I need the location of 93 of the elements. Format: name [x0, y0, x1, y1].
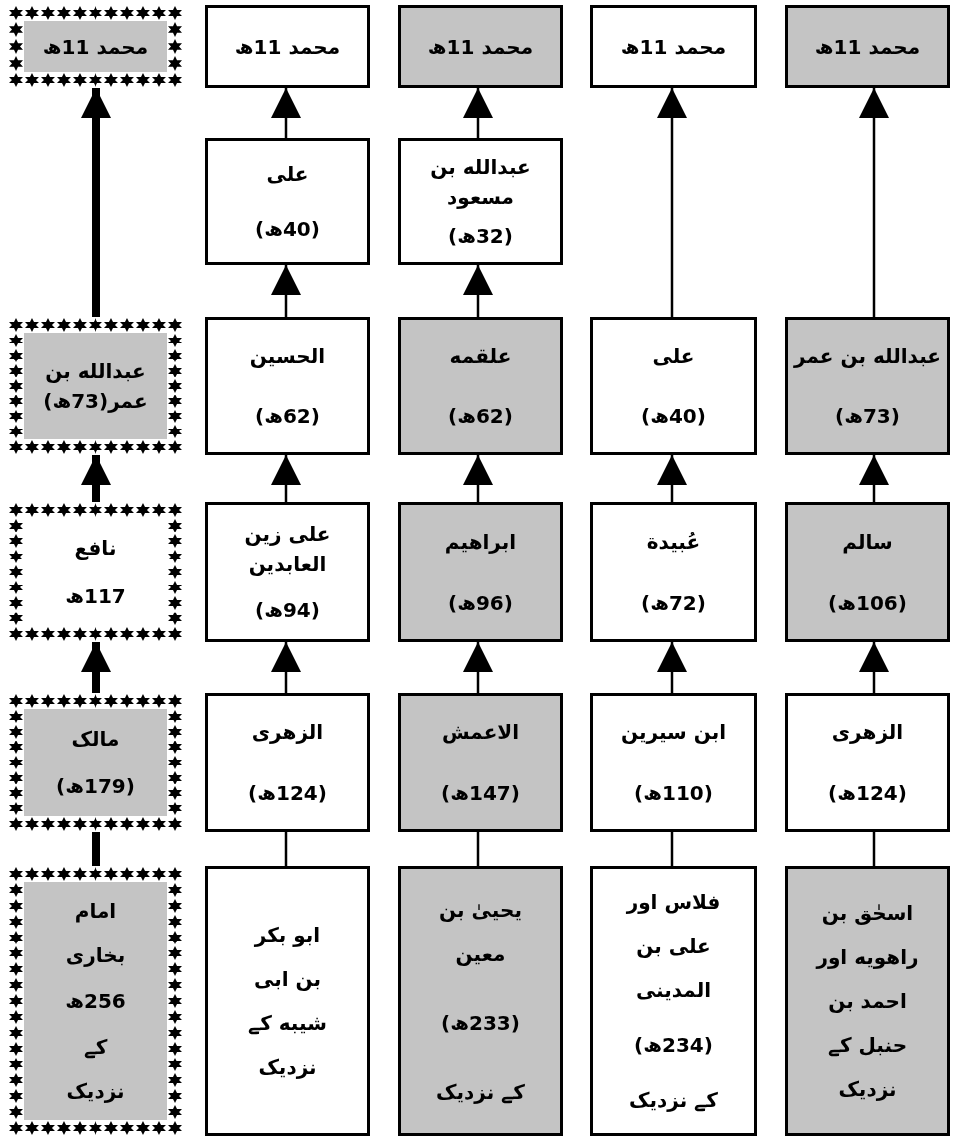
name-text: محمد 11ھ: [234, 33, 341, 61]
name-text: ابراھیم: [444, 528, 517, 556]
arrow: [859, 642, 889, 693]
narrator-box: [398, 5, 563, 88]
narrator-box: [785, 866, 950, 1136]
arrow: [271, 88, 301, 138]
name-text: الزھری: [831, 719, 904, 747]
name-text: کے نزدیک: [435, 1079, 526, 1107]
name-text: عبدالله بن عمر(73ھ): [42, 358, 149, 415]
name-text: عبدالله بن عمر: [794, 343, 941, 370]
date-text: (179ھ): [56, 773, 135, 801]
name-text: الزھری: [251, 719, 324, 747]
arrow: [81, 88, 111, 317]
narrator-box: [590, 5, 757, 88]
date-text: (233ھ): [440, 1010, 521, 1037]
narrator-box: [590, 693, 757, 832]
name-text: علی: [652, 343, 695, 370]
date-text: (72ھ): [641, 589, 706, 617]
date-text: (124ھ): [248, 779, 327, 807]
narrator-box: [590, 502, 757, 642]
name-text: محمد 11ھ: [620, 33, 727, 61]
narrator-box: [398, 693, 563, 832]
date-text: (147ھ): [441, 779, 520, 807]
arrow: [657, 455, 687, 502]
name-text: کے نزدیک: [628, 1086, 719, 1114]
date-text: 117ھ: [65, 583, 126, 610]
arrow: [657, 642, 687, 693]
name-text: امام بخاری: [64, 898, 127, 969]
name-text: اسحٰق بن راهویه اور احمد بن حنبل کے نزدیک: [814, 900, 920, 1103]
arrow: [463, 265, 493, 317]
date-text: (96ھ): [448, 589, 513, 617]
name-text: الاعمش: [441, 719, 520, 747]
date-text: (106ھ): [828, 589, 907, 617]
arrow: [463, 455, 493, 502]
narrator-box: [398, 138, 563, 265]
arrow: [463, 88, 493, 138]
connector-line: [872, 832, 876, 866]
connector-line: [92, 832, 100, 866]
name-text: عُبیدة: [646, 528, 701, 556]
narrator-box: [205, 693, 370, 832]
connector-line: [670, 832, 674, 866]
date-text: (94ھ): [255, 597, 320, 624]
narrator-box: [205, 138, 370, 265]
name-text: محمد 11ھ: [42, 33, 149, 61]
narrator-box: [785, 502, 950, 642]
narrator-box: [785, 317, 950, 455]
narrator-box: [205, 502, 370, 642]
name-text: الحسین: [249, 343, 326, 370]
arrow: [271, 455, 301, 502]
arrow: [271, 265, 301, 317]
name-text: محمد 11ھ: [814, 33, 921, 61]
arrow: [657, 88, 687, 317]
narrator-box: [205, 5, 370, 88]
date-text: (62ھ): [448, 403, 513, 430]
narrator-box: [590, 317, 757, 455]
date-text: (40ھ): [255, 215, 320, 243]
name-text: محمد 11ھ: [427, 33, 534, 61]
name-text: یحییٰ بن معین: [438, 896, 523, 968]
name-text: ابو بکر بن ابی شیبه کے نزدیک: [247, 922, 328, 1081]
name-text: علقمه: [449, 343, 512, 370]
narrator-box: [398, 866, 563, 1136]
connector-line: [284, 832, 288, 866]
date-text: (110ھ): [634, 779, 713, 807]
arrow: [81, 642, 111, 693]
narrator-box: [205, 317, 370, 455]
name-text: عبدالله بن مسعود: [429, 153, 532, 211]
narrator-box: [785, 693, 950, 832]
name-text: مالک: [71, 725, 120, 753]
date-text: (234ھ): [633, 1032, 714, 1059]
name-text: نافع: [74, 535, 117, 562]
name-text: ابن سیرین: [620, 719, 727, 747]
date-text: 256ھ: [64, 988, 127, 1015]
arrow: [81, 455, 111, 502]
date-text: (73ھ): [835, 403, 900, 430]
date-text: (62ھ): [255, 403, 320, 430]
date-text: (40ھ): [641, 403, 706, 430]
narrator-box: [205, 866, 370, 1136]
narrator-box: [398, 317, 563, 455]
arrow: [859, 88, 889, 317]
name-text: کے نزدیک: [65, 1034, 126, 1105]
name-text: فلاس اور علی بن المدینی: [625, 889, 722, 1005]
narrator-box: [398, 502, 563, 642]
arrow: [271, 642, 301, 693]
name-text: سالم: [842, 528, 893, 556]
name-text: علی زین العابدین: [243, 521, 332, 578]
arrow: [463, 642, 493, 693]
arrow: [859, 455, 889, 502]
date-text: (32ھ): [447, 223, 514, 251]
date-text: (124ھ): [828, 779, 907, 807]
name-text: علی: [266, 161, 309, 189]
narrator-box: [590, 866, 757, 1136]
narrator-box: [785, 5, 950, 88]
connector-line: [476, 832, 480, 866]
